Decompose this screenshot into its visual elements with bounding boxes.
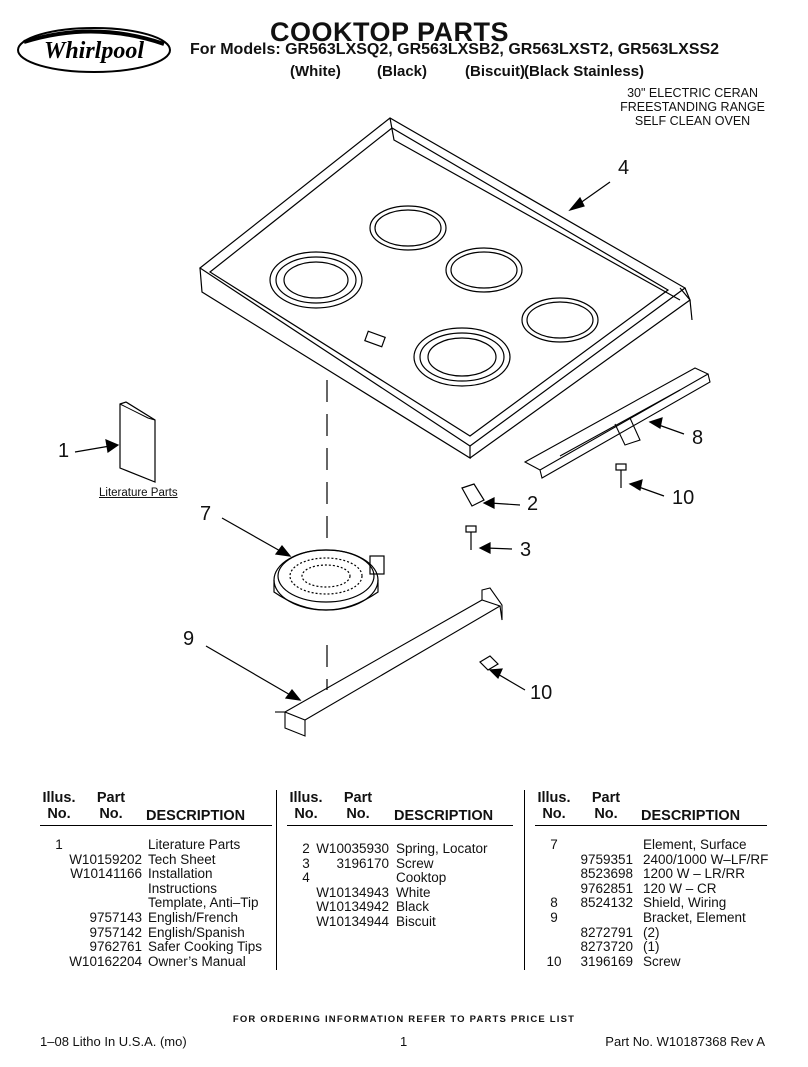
screw-3-drawing: [465, 525, 477, 533]
header-description: DESCRIPTION: [394, 808, 494, 824]
table-cell-part: 9757143: [89, 910, 142, 925]
table-cell-description: 2400/1000 W–LF/RF: [643, 851, 769, 867]
table-cell-part: W10159202: [69, 851, 142, 867]
cooktop-drawing: [198, 117, 693, 460]
header-description: DESCRIPTION: [146, 808, 246, 824]
svg-text:Whirlpool: Whirlpool: [44, 38, 144, 64]
table-cell-illus: 1: [55, 837, 63, 852]
table-cell-part: 8523698: [580, 866, 633, 882]
table-cell-description: Template, Anti–Tip: [148, 895, 259, 911]
table-cell-description: Screw: [643, 953, 681, 969]
table-cell-part: W10035930: [316, 841, 389, 856]
header-illus: Illus.No.: [289, 790, 323, 822]
page-title: COOKTOP PARTS: [270, 17, 510, 47]
table-cell-illus: 7: [550, 837, 558, 852]
table-cell-illus: 8: [550, 895, 558, 911]
table-cell-description: (2): [643, 924, 660, 940]
table-cell-description: (1): [643, 939, 660, 955]
whirlpool-logo: Whirlpool: [17, 27, 171, 73]
screw-10b-drawing: [479, 655, 499, 671]
leader-arrows: [74, 181, 685, 701]
table-cell-description: 1200 W – LR/RR: [643, 866, 746, 882]
table-cell-description: English/French: [148, 910, 239, 925]
table-cell-description: English/Spanish: [148, 924, 245, 940]
color-black: (Black): [377, 63, 428, 80]
table-cell-part: W10134942: [316, 899, 389, 915]
table-cell-description: Bracket, Element: [643, 910, 746, 925]
table-cell-description: 120 W – CR: [643, 880, 717, 896]
table-cell-part: W10134943: [316, 884, 389, 900]
callout-9: 9: [183, 628, 195, 650]
table-cell-description: Instructions: [148, 880, 218, 896]
table-cell-part: 8524132: [580, 895, 633, 911]
callout-10b: 10: [530, 682, 553, 704]
table-cell-description: Element, Surface: [643, 837, 747, 852]
table-cell-part: 8273720: [580, 939, 633, 955]
table-cell-part: W10134944: [316, 914, 389, 929]
header-illus: Illus.No.: [42, 790, 76, 822]
document-part-number: Part No. W10187368 Rev A: [605, 1034, 765, 1049]
callout-2: 2: [527, 493, 539, 515]
product-subtitle: 30" ELECTRIC CERAN FREESTANDING RANGE SE…: [620, 86, 765, 128]
callout-3: 3: [520, 539, 532, 561]
table-cell-illus: 2: [302, 841, 310, 856]
table-cell-part: 8272791: [580, 924, 633, 940]
page-number: 1: [400, 1034, 408, 1049]
table-cell-description: Tech Sheet: [148, 851, 216, 867]
element-bracket-drawing: [275, 587, 503, 737]
table-cell-illus: 3: [302, 855, 310, 871]
callout-1: 1: [58, 440, 70, 462]
table-cell-illus: 4: [302, 870, 310, 886]
literature-booklet: [119, 401, 156, 483]
table-cell-part: 3196169: [580, 953, 633, 969]
litho-text: 1–08 Litho In U.S.A. (mo): [40, 1034, 187, 1049]
color-black-stainless: (Black Stainless): [524, 63, 645, 80]
table-cell-description: Cooktop: [396, 870, 447, 886]
table-cell-description: Shield, Wiring: [643, 895, 727, 911]
callout-8: 8: [692, 427, 704, 449]
header-description: DESCRIPTION: [641, 808, 741, 824]
table-cell-part: 9759351: [580, 851, 633, 867]
table-cell-part: 9757142: [89, 924, 142, 940]
exploded-parts-diagram: [74, 117, 711, 737]
table-cell-illus: 9: [550, 910, 558, 925]
table-cell-part: 3196170: [336, 855, 389, 871]
surface-element-drawing: [273, 549, 385, 611]
table-cell-description: Spring, Locator: [396, 841, 488, 856]
table-cell-description: White: [396, 884, 431, 900]
table-cell-illus: 10: [546, 953, 562, 969]
wiring-shield-drawing: [523, 367, 711, 479]
screw-10a-drawing: [615, 463, 627, 471]
table-cell-part: W10162204: [69, 953, 142, 969]
table-cell-part: 9762761: [89, 939, 142, 955]
callout-4: 4: [618, 157, 630, 179]
models-line: For Models: GR563LXSQ2, GR563LXSB2, GR56…: [190, 41, 720, 58]
color-biscuit: (Biscuit): [465, 63, 525, 80]
table-cell-description: Owner’s Manual: [148, 953, 246, 969]
spring-locator-drawing: [461, 483, 485, 507]
callout-10a: 10: [672, 487, 695, 509]
table-cell-part: 9762851: [580, 880, 633, 896]
header-illus: Illus.No.: [537, 790, 571, 822]
literature-parts-label: Literature Parts: [99, 487, 178, 499]
table-cell-description: Black: [396, 899, 430, 915]
table-divider-2: [524, 790, 525, 970]
table-cell-description: Biscuit: [396, 914, 436, 929]
table-cell-description: Screw: [396, 855, 434, 871]
table-cell-description: Literature Parts: [148, 837, 241, 852]
color-white: (White): [290, 63, 341, 80]
table-divider-1: [276, 790, 277, 970]
table-cell-description: Safer Cooking Tips: [148, 939, 263, 955]
table-cell-description: Installation: [148, 866, 213, 882]
table-cell-part: W10141166: [70, 866, 142, 882]
callout-7: 7: [200, 503, 212, 525]
ordering-note: FOR ORDERING INFORMATION REFER TO PARTS …: [232, 1014, 576, 1025]
